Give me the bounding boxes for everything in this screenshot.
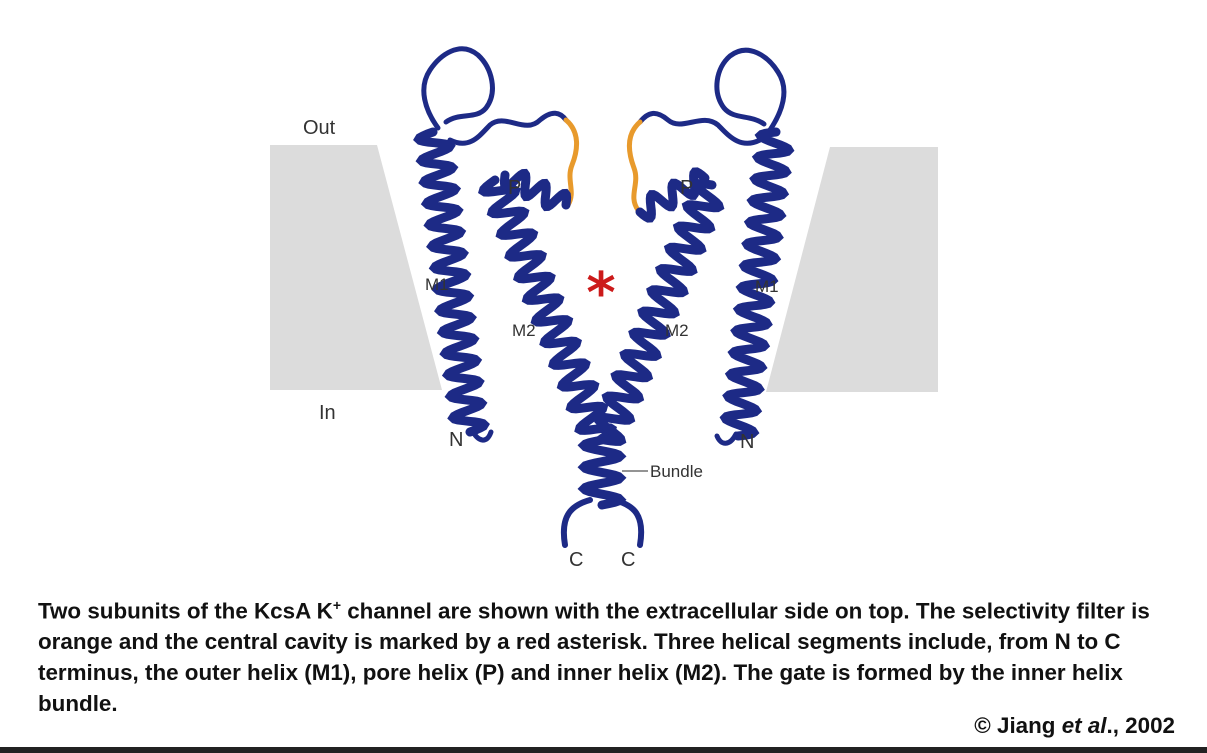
left-selectivity-filter	[563, 117, 579, 208]
left-m2-label: M2	[512, 321, 536, 340]
credit-prefix: © Jiang	[974, 713, 1062, 738]
right-p-label: P	[680, 177, 693, 199]
left-p-label: P	[508, 177, 521, 199]
left-n-label: N	[449, 429, 463, 451]
left-m2-helix	[478, 175, 617, 445]
left-m1-p-loop	[447, 110, 569, 146]
credit-suffix: ., 2002	[1106, 713, 1175, 738]
bottom-rule	[0, 747, 1207, 753]
kcsa-diagram: Out In P P M1 M1 M2 M2 N N Bundle C C *	[270, 46, 938, 571]
helix-bundle	[560, 435, 645, 548]
figure-caption: Two subunits of the KcsA K+ channel are …	[38, 590, 1168, 719]
left-p-helix	[499, 168, 572, 212]
right-m1-helix	[719, 127, 795, 441]
right-n-label: N	[740, 431, 754, 453]
in-label: In	[319, 402, 336, 424]
right-subunit	[592, 47, 795, 446]
right-m1-p-loop	[637, 111, 763, 146]
caption-text-rest: channel are shown with the extracellular…	[38, 598, 1150, 717]
right-m2-label: M2	[665, 321, 689, 340]
membrane-right	[766, 147, 938, 392]
left-c-tail	[560, 497, 593, 548]
right-m1-label: M1	[755, 277, 779, 296]
left-c-label: C	[569, 549, 583, 571]
right-c-label: C	[621, 549, 635, 571]
right-top-loop	[714, 47, 787, 133]
left-m1-label: M1	[425, 275, 449, 294]
cavity-asterisk: *	[586, 261, 615, 326]
bundle-label: Bundle	[650, 462, 703, 481]
membrane-left	[270, 145, 442, 390]
left-top-loop	[421, 46, 495, 131]
left-n-tail	[469, 427, 494, 443]
caption-text-start: Two subunits of the KcsA K	[38, 598, 333, 624]
left-subunit	[413, 46, 617, 445]
bundle-helix	[577, 435, 627, 510]
right-n-tail	[714, 431, 739, 446]
right-c-tail	[611, 497, 645, 548]
left-m1-helix	[413, 127, 490, 437]
credit-etal: et al	[1061, 713, 1107, 738]
caption-superscript: +	[332, 597, 341, 613]
right-m2-helix	[592, 179, 725, 446]
out-label: Out	[303, 117, 336, 139]
figure-credit: © Jiang et al., 2002	[974, 713, 1175, 739]
right-selectivity-filter	[627, 119, 643, 213]
